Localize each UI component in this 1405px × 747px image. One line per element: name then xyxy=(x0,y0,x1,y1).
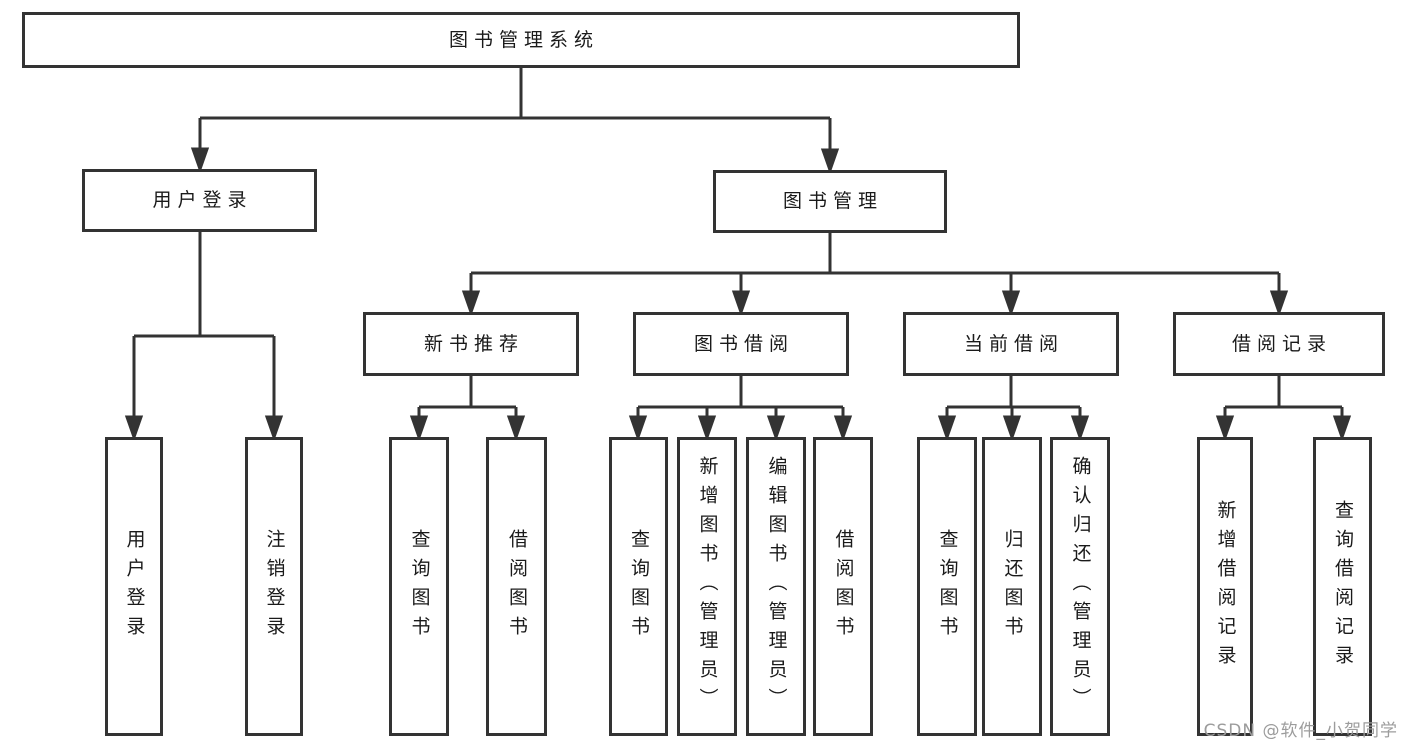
node-new-book-recommend-label: 新书推荐 xyxy=(423,332,524,355)
node-root-label: 图书管理系统 xyxy=(448,28,599,51)
node-new-book-recommend: 新书推荐 xyxy=(363,312,579,376)
node-leaf-edit-book: 编辑图书（管理员） xyxy=(746,437,806,736)
node-leaf-query-book-current-label: 查询图书 xyxy=(936,528,959,645)
node-leaf-query-book-recommend: 查询图书 xyxy=(389,437,449,736)
node-current-borrowing: 当前借阅 xyxy=(903,312,1119,376)
node-leaf-return-book: 归还图书 xyxy=(982,437,1042,736)
node-leaf-borrow-book-recommend: 借阅图书 xyxy=(486,437,547,736)
node-user-login-label: 用户登录 xyxy=(152,189,253,212)
node-leaf-add-book: 新增图书（管理员） xyxy=(677,437,737,736)
node-leaf-add-book-label: 新增图书（管理员） xyxy=(696,456,719,717)
node-book-borrowing: 图书借阅 xyxy=(633,312,849,376)
node-leaf-borrow-book-borrowing: 借阅图书 xyxy=(813,437,873,736)
node-leaf-add-borrow-record-label: 新增借阅记录 xyxy=(1214,499,1237,674)
node-leaf-query-book-borrowing-label: 查询图书 xyxy=(628,528,650,645)
node-borrowing-records: 借阅记录 xyxy=(1173,312,1385,376)
node-book-management: 图书管理 xyxy=(713,170,947,233)
node-book-borrowing-label: 图书借阅 xyxy=(693,332,794,355)
node-book-management-label: 图书管理 xyxy=(782,190,883,213)
node-leaf-user-login-label: 用户登录 xyxy=(123,528,146,645)
node-leaf-borrow-book-borrowing-label: 借阅图书 xyxy=(832,528,855,645)
node-current-borrowing-label: 当前借阅 xyxy=(963,332,1064,355)
csdn-watermark: CSDN @软件_小贺同学 xyxy=(1203,721,1398,741)
node-leaf-query-book-current: 查询图书 xyxy=(917,437,977,736)
node-leaf-query-borrow-record-label: 查询借阅记录 xyxy=(1332,499,1354,674)
node-leaf-query-book-recommend-label: 查询图书 xyxy=(408,528,431,645)
node-leaf-edit-book-label: 编辑图书（管理员） xyxy=(765,456,788,717)
node-leaf-logout-label: 注销登录 xyxy=(263,528,286,645)
node-leaf-user-login: 用户登录 xyxy=(105,437,163,736)
node-borrowing-records-label: 借阅记录 xyxy=(1231,332,1332,355)
node-leaf-query-book-borrowing: 查询图书 xyxy=(609,437,668,736)
node-leaf-add-borrow-record: 新增借阅记录 xyxy=(1197,437,1253,736)
node-leaf-return-book-label: 归还图书 xyxy=(1001,528,1024,645)
node-leaf-confirm-return: 确认归还（管理员） xyxy=(1050,437,1110,736)
node-leaf-confirm-return-label: 确认归还（管理员） xyxy=(1069,456,1092,717)
node-leaf-logout: 注销登录 xyxy=(245,437,303,736)
node-user-login: 用户登录 xyxy=(82,169,317,232)
node-leaf-borrow-book-recommend-label: 借阅图书 xyxy=(506,528,528,645)
arrowheads xyxy=(124,118,1352,442)
node-root: 图书管理系统 xyxy=(22,12,1020,68)
node-leaf-query-borrow-record: 查询借阅记录 xyxy=(1313,437,1372,736)
